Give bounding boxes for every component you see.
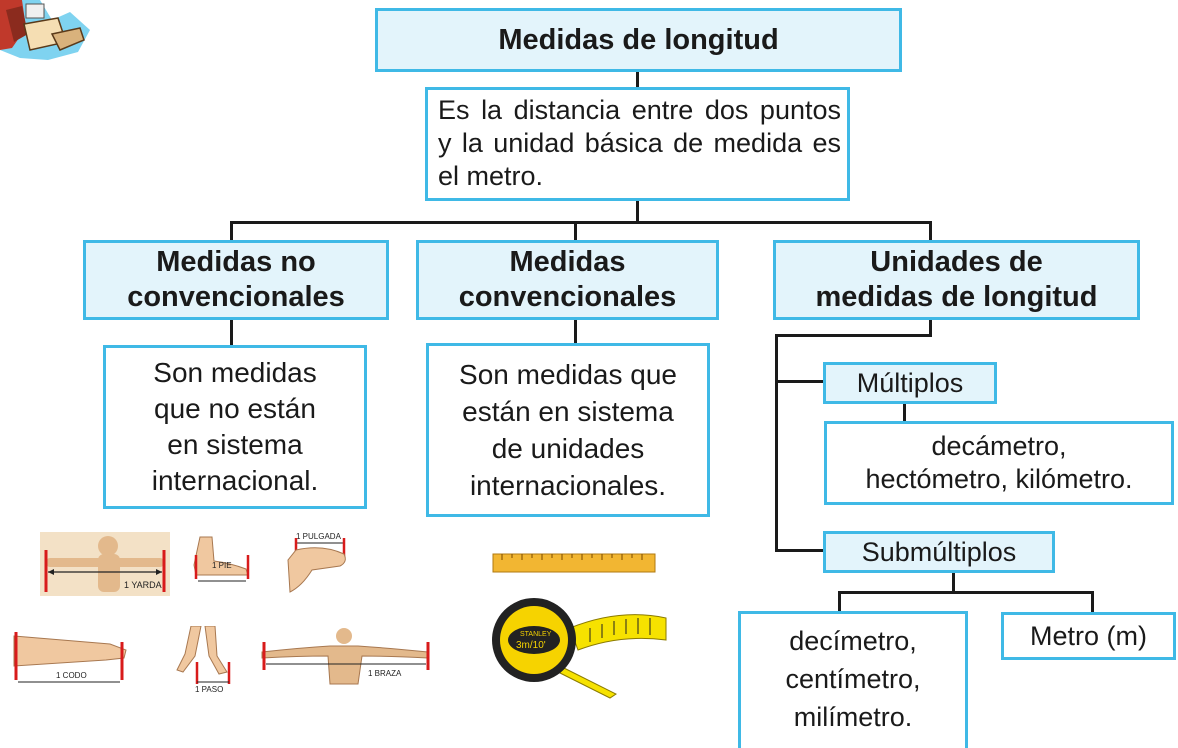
definition-box: Es la distancia entre dos puntos y la un… — [425, 87, 850, 201]
connector-spine — [775, 334, 778, 552]
convencionales-desc-box: Son medidas que están en sistema de unid… — [426, 343, 710, 517]
c-desc-line1: Son medidas que — [459, 359, 677, 390]
paso-illustration: 1 PASO — [176, 626, 231, 694]
convencionales-title-line2: convencionales — [458, 281, 677, 313]
nc-desc-line2: que no están — [154, 393, 316, 424]
connector-sub-down — [952, 573, 955, 593]
pulgada-illustration: 1 PULGADA — [287, 532, 346, 593]
braza-illustration: 1 BRAZA — [261, 628, 430, 685]
codo-label: 1 CODO — [56, 671, 87, 680]
tape-measure-illustration: STANLEY 3m/10' — [492, 598, 667, 699]
nc-desc-line4: internacional. — [151, 465, 319, 496]
nc-desc-line3: en sistema — [167, 429, 303, 460]
connector-bus-left — [230, 221, 233, 241]
paso-label: 1 PASO — [195, 685, 223, 694]
connector-root-def — [636, 72, 639, 88]
connector-submultiplos — [775, 549, 825, 552]
metro-label: Metro (m) — [1030, 620, 1147, 651]
multiplos-label: Múltiplos — [856, 367, 964, 398]
unidades-title-line1: Unidades de — [870, 246, 1043, 278]
pulgada-label: 1 PULGADA — [296, 532, 342, 541]
codo-illustration: 1 CODO — [13, 632, 127, 683]
connector-multiplos-items — [903, 404, 906, 422]
submultiplos-item-1: decímetro, — [789, 626, 917, 656]
submultiplos-label: Submúltiplos — [861, 536, 1017, 567]
c-desc-line2: están en sistema — [462, 396, 674, 427]
convencionales-title-box: Medidas convencionales — [416, 240, 719, 320]
connector-nc-desc — [230, 320, 233, 346]
definition-text: Es la distancia entre dos puntos y la un… — [438, 95, 841, 191]
connector-units-left — [775, 334, 932, 337]
no-convencionales-title-line1: Medidas no — [156, 246, 316, 278]
c-desc-line3: de unidades — [491, 433, 645, 464]
no-convencionales-title-line2: convencionales — [127, 281, 345, 313]
no-convencionales-title-box: Medidas no convencionales — [83, 240, 389, 320]
root-title-box: Medidas de longitud — [375, 8, 902, 72]
unidades-title-box: Unidades de medidas de longitud — [773, 240, 1140, 320]
connector-def-bus — [636, 201, 639, 223]
submultiplos-item-3: milímetro. — [793, 702, 913, 732]
convencionales-title-line1: Medidas — [509, 246, 626, 278]
pie-label: 1 PIE — [212, 561, 232, 570]
pie-illustration: 1 PIE — [193, 536, 250, 582]
tape-size: 3m/10' — [516, 640, 546, 651]
connector-units-down — [929, 320, 932, 337]
connector-multiplos — [775, 380, 825, 383]
multiplos-items-box: decámetro, hectómetro, kilómetro. — [824, 421, 1174, 505]
child-reading-illustration — [0, 0, 90, 60]
connector-sub-horizontal — [838, 591, 1094, 594]
multiplos-items-line2: hectómetro, kilómetro. — [865, 464, 1133, 494]
tape-brand: STANLEY — [520, 631, 552, 638]
metro-box: Metro (m) — [1001, 612, 1176, 660]
multiplos-box: Múltiplos — [823, 362, 997, 404]
connector-c-desc — [574, 320, 577, 344]
multiplos-items-line1: decámetro, — [931, 431, 1067, 461]
unidades-title-line2: medidas de longitud — [815, 281, 1098, 313]
connector-sub-right — [1091, 591, 1094, 613]
connector-bus-right — [929, 221, 932, 241]
ruler-illustration — [492, 553, 656, 573]
connector-bus-middle — [574, 221, 577, 241]
c-desc-line4: internacionales. — [469, 470, 667, 501]
nc-desc-line1: Son medidas — [153, 357, 317, 388]
submultiplos-box: Submúltiplos — [823, 531, 1055, 573]
yarda-illustration: 1 YARDA — [40, 532, 170, 596]
submultiplos-item-2: centímetro, — [785, 664, 921, 694]
connector-sub-left — [838, 591, 841, 613]
root-title: Medidas de longitud — [498, 23, 779, 56]
braza-label: 1 BRAZA — [368, 669, 402, 678]
yarda-label: 1 YARDA — [124, 580, 162, 590]
connector-bus-horizontal — [230, 221, 932, 224]
submultiplos-items-box: decímetro, centímetro, milímetro. — [738, 611, 968, 748]
no-convencionales-desc-box: Son medidas que no están en sistema inte… — [103, 345, 367, 509]
